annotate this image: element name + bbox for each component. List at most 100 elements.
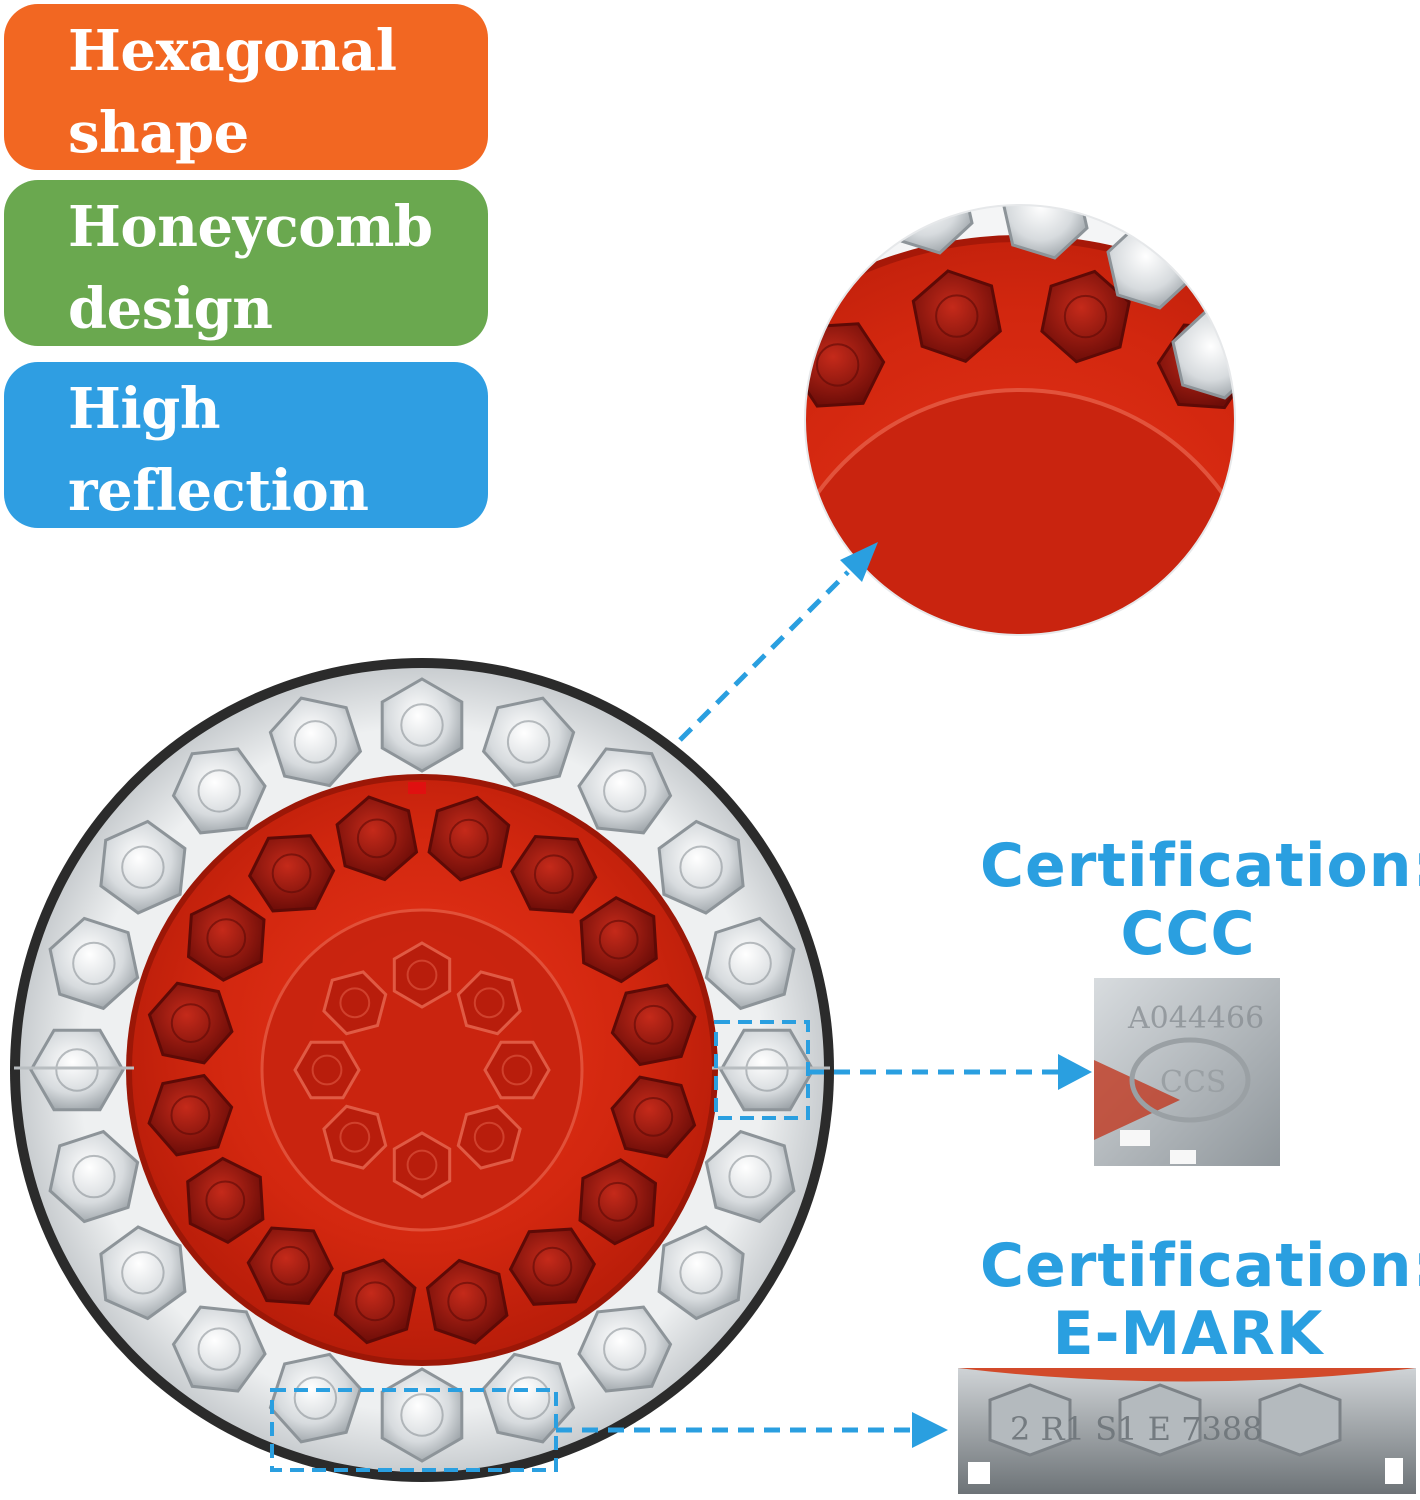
inner-led-core bbox=[339, 987, 371, 1019]
inner-led-core bbox=[339, 1121, 371, 1153]
inner-led bbox=[456, 970, 522, 1036]
ccc-detail-image: A044466 CCS bbox=[1094, 978, 1280, 1166]
inner-led-core bbox=[406, 959, 438, 991]
clear-led-core bbox=[197, 1327, 241, 1371]
svg-text:2 R1 S1 E 7388: 2 R1 S1 E 7388 bbox=[1010, 1410, 1263, 1448]
feature-label-line2: shape bbox=[68, 100, 249, 166]
zoom-red-led bbox=[1040, 269, 1131, 364]
clear-led bbox=[48, 1129, 140, 1224]
clear-led bbox=[719, 1028, 815, 1112]
red-led bbox=[147, 981, 234, 1065]
red-led bbox=[579, 895, 658, 984]
red-led-core bbox=[356, 818, 397, 859]
svg-text:CCS: CCS bbox=[1160, 1065, 1226, 1100]
emark-detail-image: 2 R1 S1 E 7388 bbox=[958, 1368, 1416, 1494]
clear-led-core bbox=[72, 941, 116, 986]
red-led-core bbox=[271, 853, 312, 894]
red-led-core bbox=[170, 1003, 211, 1044]
feature-badge-hexagonal: Hexagonal shape bbox=[4, 4, 488, 170]
clear-led bbox=[577, 747, 673, 835]
clear-led bbox=[380, 677, 464, 773]
feature-badge-reflection: High reflection bbox=[4, 362, 488, 528]
zoom-clear-led bbox=[1001, 205, 1089, 260]
red-led-core bbox=[205, 1180, 246, 1221]
clear-led bbox=[48, 916, 140, 1011]
clear-led bbox=[171, 1305, 267, 1393]
red-led bbox=[610, 983, 697, 1067]
red-led bbox=[186, 1156, 265, 1245]
clear-led-core bbox=[121, 1251, 165, 1295]
clear-led-core bbox=[745, 1048, 789, 1092]
clear-led bbox=[99, 819, 187, 915]
inner-led-core bbox=[473, 987, 505, 1019]
red-led-core bbox=[355, 1281, 396, 1322]
clear-led-core bbox=[506, 1376, 551, 1420]
zoom-red-led bbox=[1254, 412, 1336, 504]
red-led bbox=[247, 834, 336, 913]
arrow-head-zoom-icon bbox=[840, 542, 878, 582]
zoom-red-led-core bbox=[815, 343, 860, 387]
red-led bbox=[510, 834, 598, 914]
red-led bbox=[508, 1227, 597, 1306]
arrow-head-emark-icon bbox=[912, 1412, 948, 1448]
red-led-core bbox=[633, 1096, 674, 1137]
clear-led bbox=[704, 1129, 796, 1224]
cert-label-line2: E-MARK bbox=[1052, 1299, 1324, 1369]
red-led bbox=[335, 795, 419, 882]
zoom-red-led-core bbox=[726, 435, 767, 476]
feature-label-line2: design bbox=[68, 276, 273, 342]
clear-led-core bbox=[400, 703, 444, 747]
inner-led bbox=[322, 970, 388, 1036]
zoom-red-led-core bbox=[1063, 294, 1108, 339]
clear-led-core bbox=[728, 941, 772, 986]
red-led-core bbox=[448, 818, 489, 859]
clear-led-core bbox=[603, 1327, 647, 1371]
zoom-red-led-core bbox=[1274, 437, 1315, 478]
red-led bbox=[333, 1258, 417, 1345]
clear-led bbox=[481, 696, 576, 788]
clear-led bbox=[481, 1352, 576, 1444]
feature-label-line2: reflection bbox=[68, 458, 369, 524]
red-led bbox=[610, 1075, 697, 1159]
zoom-red-led-core bbox=[1323, 556, 1364, 597]
feature-badge-honeycomb: Honeycomb design bbox=[4, 180, 488, 346]
feature-label-line1: High bbox=[68, 376, 221, 442]
inner-led bbox=[322, 1104, 388, 1170]
red-led bbox=[246, 1226, 334, 1306]
zoom-red-led-core bbox=[934, 943, 975, 984]
ccc-certification-title: Certification: CCC bbox=[980, 831, 1420, 968]
clear-led bbox=[99, 1225, 187, 1321]
clear-led bbox=[380, 1367, 464, 1463]
clear-led-core bbox=[293, 720, 338, 764]
inner-led bbox=[456, 1104, 522, 1170]
clear-led-core bbox=[679, 1251, 723, 1295]
zoom-red-led-core bbox=[935, 294, 979, 338]
red-led-core bbox=[597, 1181, 638, 1222]
zoom-red-led-core bbox=[676, 554, 717, 595]
red-led-core bbox=[270, 1245, 311, 1286]
cert-label-line1: Certification: bbox=[980, 831, 1420, 901]
clear-led bbox=[657, 819, 745, 915]
zoom-red-led bbox=[652, 531, 742, 618]
clear-led-core bbox=[506, 720, 551, 764]
clear-led bbox=[29, 1028, 125, 1112]
zoom-red-led-core bbox=[815, 893, 856, 934]
red-led bbox=[186, 894, 266, 982]
inner-led bbox=[392, 941, 452, 1009]
zoom-red-led-core bbox=[1323, 685, 1364, 726]
red-led-core bbox=[170, 1095, 211, 1136]
clear-led-core bbox=[603, 769, 647, 813]
zoom-red-led bbox=[911, 269, 1002, 364]
feature-label-line1: Honeycomb bbox=[68, 194, 433, 260]
clear-led-core bbox=[121, 845, 165, 889]
red-led-core bbox=[598, 919, 639, 960]
red-led bbox=[427, 795, 511, 882]
red-led bbox=[425, 1258, 509, 1345]
svg-text:A044466: A044466 bbox=[1127, 1001, 1264, 1036]
clear-led-core bbox=[72, 1154, 116, 1199]
inner-led bbox=[392, 1131, 452, 1199]
red-led bbox=[578, 1158, 658, 1246]
clear-led bbox=[704, 916, 796, 1011]
red-led-core bbox=[532, 1246, 573, 1287]
